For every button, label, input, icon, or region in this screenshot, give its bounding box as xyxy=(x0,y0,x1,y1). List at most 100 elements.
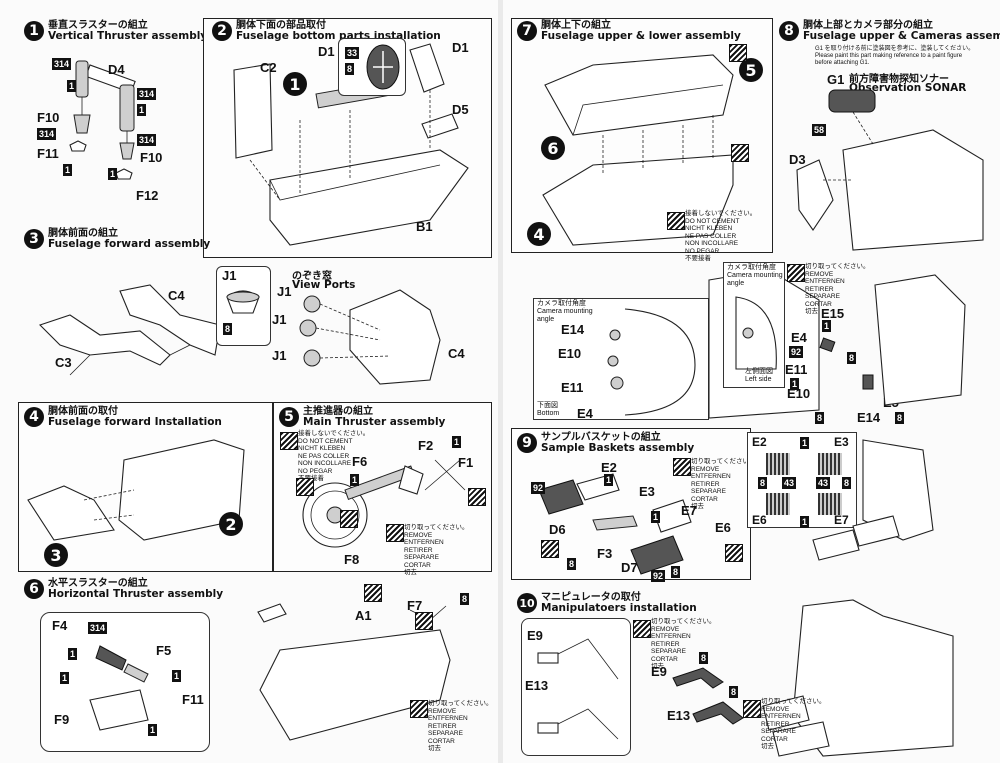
label-e10: E10 xyxy=(787,386,811,401)
step-1-title-en: Vertical Thruster assembly xyxy=(48,30,208,42)
step-3-title-en: Fuselage forward assembly xyxy=(48,238,211,250)
fuselage-forward-installation-drawing xyxy=(27,439,245,541)
sonar-label-en: Observation SONAR xyxy=(849,82,967,94)
step-7-header: 7 胴体上下の組立 Fuselage upper & lower assembl… xyxy=(517,20,741,42)
remove-icon xyxy=(673,458,691,476)
step-10-number: 10 xyxy=(517,593,537,613)
remove-icon xyxy=(743,700,761,718)
paint-code-8: 8 xyxy=(847,352,857,364)
label-f1: F1 xyxy=(458,455,474,470)
viewports-label-en: View Ports xyxy=(292,279,356,291)
paint-code-1: 1 xyxy=(651,511,661,523)
fuselage-manipulator-drawing xyxy=(762,599,954,757)
sample-baskets-drawing xyxy=(538,473,692,575)
paint-code-8: 8 xyxy=(895,412,905,424)
no-cement-icon xyxy=(667,212,685,230)
label-f3: F3 xyxy=(597,546,613,561)
remove-icon xyxy=(386,524,404,542)
label-d3: D3 xyxy=(789,152,806,167)
label-e3: E3 xyxy=(834,435,849,449)
remove-icon xyxy=(410,700,428,718)
label-f11: F11 xyxy=(182,692,204,707)
no-cement-icon xyxy=(280,432,298,450)
paint-code-314: 314 xyxy=(37,128,57,140)
step-1-number: 1 xyxy=(24,21,44,41)
basket-detail-inset: E2 1 E3 8 43 43 8 E6 1 E7 xyxy=(747,432,857,528)
manipulator-arms-drawing xyxy=(672,667,744,725)
remove-icon xyxy=(787,264,805,282)
label-e9: E9 xyxy=(527,628,543,643)
label-f7: F7 xyxy=(407,598,423,613)
label-j1: J1 xyxy=(272,348,287,363)
step-2-callout: 2 xyxy=(219,512,243,536)
no-cement-icon xyxy=(729,44,747,62)
step-6-title-en: Horizontal Thruster assembly xyxy=(48,588,224,600)
label-j1: J1 xyxy=(222,268,237,283)
fuselage-upper-lower-drawing xyxy=(542,54,734,246)
paint-code-8: 8 xyxy=(758,477,768,489)
basket-mesh xyxy=(766,453,790,475)
step-3-number: 3 xyxy=(24,229,44,249)
step-9-number: 9 xyxy=(517,433,537,453)
left-page: 1 垂直スラスターの組立 Vertical Thruster assembly … xyxy=(0,0,498,763)
paint-code-1: 1 xyxy=(67,80,77,92)
paint-code-1: 1 xyxy=(63,164,73,176)
label-c4: C4 xyxy=(448,346,465,361)
step-1-header: 1 垂直スラスターの組立 Vertical Thruster assembly xyxy=(24,20,207,42)
paint-code-8: 8 xyxy=(729,686,739,698)
camera-bottom-drawing xyxy=(607,308,696,416)
label-d7: D7 xyxy=(621,560,638,575)
label-e11: E11 xyxy=(561,380,584,395)
paint-code-1: 1 xyxy=(800,516,810,528)
fuselage-forward-parts-drawing xyxy=(38,284,221,376)
label-g1: G1 xyxy=(827,72,845,87)
main-thruster-drawing xyxy=(302,459,466,548)
label-f4: F4 xyxy=(52,618,68,633)
viewports-label-jp: のぞき窓 xyxy=(292,271,332,282)
step-7-number: 7 xyxy=(517,21,537,41)
paint-code-314: 314 xyxy=(137,134,157,146)
label-c3: C3 xyxy=(55,355,72,370)
step-4-number: 4 xyxy=(24,407,44,427)
step-3-header: 3 胴体前面の組立 Fuselage forward assembly xyxy=(24,228,210,250)
paint-code-1: 1 xyxy=(452,436,462,448)
paint-code-8: 8 xyxy=(460,593,470,605)
label-a1: A1 xyxy=(355,608,372,623)
step-9-header: 9 サンプルバスケットの組立 Sample Baskets assembly xyxy=(517,432,694,454)
paint-code-8: 8 xyxy=(345,63,355,75)
label-e10: E10 xyxy=(558,346,582,361)
paint-code-1: 1 xyxy=(790,378,800,390)
no-cement-icon xyxy=(731,144,749,162)
label-j1: J1 xyxy=(277,284,292,299)
step-9-title-en: Sample Baskets assembly xyxy=(541,442,695,454)
step-4-title-jp: 胴体前面の取付 xyxy=(48,406,118,417)
label-d1: D1 xyxy=(318,44,335,59)
remove-icon xyxy=(633,620,651,638)
paint-code-43: 43 xyxy=(816,477,831,489)
paint-code-314: 314 xyxy=(52,58,72,70)
step-4-title-en: Fuselage forward Installation xyxy=(48,416,222,428)
paint-code-8: 8 xyxy=(671,566,681,578)
label-e6: E6 xyxy=(715,520,731,535)
g1-paint-note: G1 を取り付ける前に塗装図を参考に、塗装してください。Please paint… xyxy=(815,46,975,66)
label-c4: C4 xyxy=(168,288,185,303)
paint-code-92: 92 xyxy=(531,482,546,494)
label-f10: F10 xyxy=(37,110,60,125)
basket-mesh xyxy=(818,453,842,475)
label-d4: D4 xyxy=(108,62,125,77)
label-f9: F9 xyxy=(54,712,70,727)
d1-inset: 33 8 xyxy=(338,38,406,96)
right-page: 7 胴体上下の組立 Fuselage upper & lower assembl… xyxy=(503,0,1000,763)
paint-code-1: 1 xyxy=(60,672,70,684)
remove-icon xyxy=(468,488,486,506)
paint-code-1: 1 xyxy=(108,168,118,180)
label-c2: C2 xyxy=(260,60,277,75)
label-f11: F11 xyxy=(37,146,59,161)
horizontal-thruster-parts-drawing xyxy=(89,645,149,731)
remove-icon xyxy=(725,544,743,562)
